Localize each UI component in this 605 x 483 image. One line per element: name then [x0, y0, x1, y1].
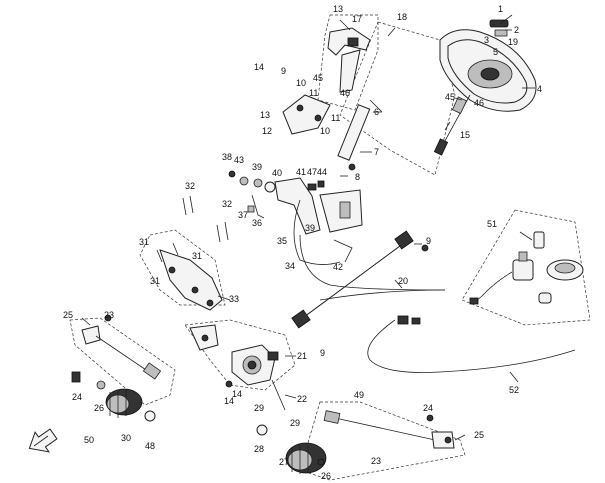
callout-4: 4	[537, 84, 542, 94]
callout-47: 47	[307, 167, 317, 177]
callout-52: 52	[509, 385, 519, 395]
right-tie-rod-assembly	[256, 401, 466, 481]
front-arrow-icon	[28, 428, 58, 453]
callout-50: 50	[84, 435, 94, 445]
callout-18: 18	[397, 12, 407, 22]
callout-labels: 1 2 3 4 5 19 45 46 15 13 17 18 9 14 10 1…	[63, 4, 542, 481]
callout-41: 41	[296, 167, 306, 177]
callout-31-c: 31	[150, 276, 160, 286]
ignition-switch-assembly	[461, 209, 591, 326]
callout-22: 22	[297, 394, 307, 404]
callout-6: 6	[374, 107, 379, 117]
callout-14-mid: 14	[232, 389, 242, 399]
callout-36: 36	[252, 218, 262, 228]
callout-49: 49	[354, 390, 364, 400]
callout-44: 44	[317, 167, 327, 177]
callout-32-left: 32	[185, 181, 195, 191]
steering-wheel-assembly	[339, 19, 537, 176]
callout-9-top: 9	[281, 66, 286, 76]
bolts-32	[156, 195, 229, 263]
callout-45-right: 45	[445, 92, 455, 102]
steering-wheel-nut	[489, 19, 509, 37]
right-boot	[285, 442, 327, 474]
cable-routing	[299, 234, 576, 373]
callout-24-left: 24	[72, 392, 82, 402]
lower-tilt-bracket	[282, 94, 331, 135]
tilt-lever	[327, 27, 371, 93]
callout-39-top: 39	[252, 162, 262, 172]
callout-31-b: 31	[192, 251, 202, 261]
callout-20: 20	[398, 276, 408, 286]
callout-9-mid: 9	[426, 236, 431, 246]
callout-42: 42	[333, 262, 343, 272]
callout-43: 43	[234, 155, 244, 165]
small-fasteners-top	[228, 170, 276, 219]
callout-31-a: 31	[139, 237, 149, 247]
callout-26-right: 26	[321, 471, 331, 481]
callout-27: 27	[279, 457, 289, 467]
callout-9-low: 9	[320, 348, 325, 358]
callout-10-mid: 10	[320, 126, 330, 136]
callout-14-low: 14	[224, 396, 234, 406]
steering-gearbox	[184, 319, 296, 411]
callout-19: 19	[508, 37, 518, 47]
callout-29-b: 29	[290, 418, 300, 428]
leader-lines	[81, 14, 535, 441]
callout-48: 48	[145, 441, 155, 451]
callout-25-right: 25	[474, 430, 484, 440]
callout-13-top: 13	[333, 4, 343, 14]
callout-11-mid: 11	[331, 113, 340, 123]
callout-33: 33	[229, 294, 239, 304]
left-boot	[105, 388, 143, 418]
callout-1: 1	[498, 4, 503, 14]
callout-30: 30	[121, 433, 131, 443]
gas-strut	[337, 99, 383, 171]
callout-45-left: 45	[313, 73, 323, 83]
callout-5: 5	[493, 47, 498, 57]
callout-17: 17	[352, 14, 362, 24]
callout-39-mid: 39	[305, 223, 315, 233]
callout-40: 40	[272, 168, 282, 178]
callout-14-top: 14	[254, 62, 264, 72]
callout-25-left: 25	[63, 310, 73, 320]
callout-34: 34	[285, 261, 295, 271]
callout-23-right: 23	[371, 456, 381, 466]
callout-37: 37	[238, 210, 248, 220]
steering-wheel	[439, 29, 537, 112]
callout-23-left: 23	[104, 310, 114, 320]
callout-28: 28	[254, 444, 264, 454]
left-tie-rod-assembly	[69, 314, 176, 422]
callout-51: 51	[487, 219, 497, 229]
callout-8: 8	[355, 172, 360, 182]
column-mount-bracket	[274, 177, 363, 265]
callout-13-mid: 13	[260, 110, 270, 120]
callout-11-top: 11	[309, 88, 318, 98]
callout-35: 35	[277, 236, 287, 246]
callout-2: 2	[514, 25, 519, 35]
callout-29-a: 29	[254, 403, 264, 413]
steering-shaft-upper	[433, 94, 471, 156]
callout-38: 38	[222, 152, 232, 162]
callout-26-left: 26	[94, 403, 104, 413]
tilt-bracket-assembly	[282, 14, 383, 171]
callout-15: 15	[460, 130, 470, 140]
callout-12: 12	[262, 126, 272, 136]
callout-32-right: 32	[222, 199, 232, 209]
callout-10-top: 10	[296, 78, 306, 88]
intermediate-steering-shaft	[291, 230, 429, 329]
callout-46-right: 46	[474, 98, 484, 108]
callout-7: 7	[374, 147, 379, 157]
callout-21: 21	[297, 351, 307, 361]
left-support-bracket	[139, 229, 226, 311]
callout-24-right: 24	[423, 403, 433, 413]
callout-46-left: 46	[340, 88, 350, 98]
callout-3: 3	[484, 35, 489, 45]
